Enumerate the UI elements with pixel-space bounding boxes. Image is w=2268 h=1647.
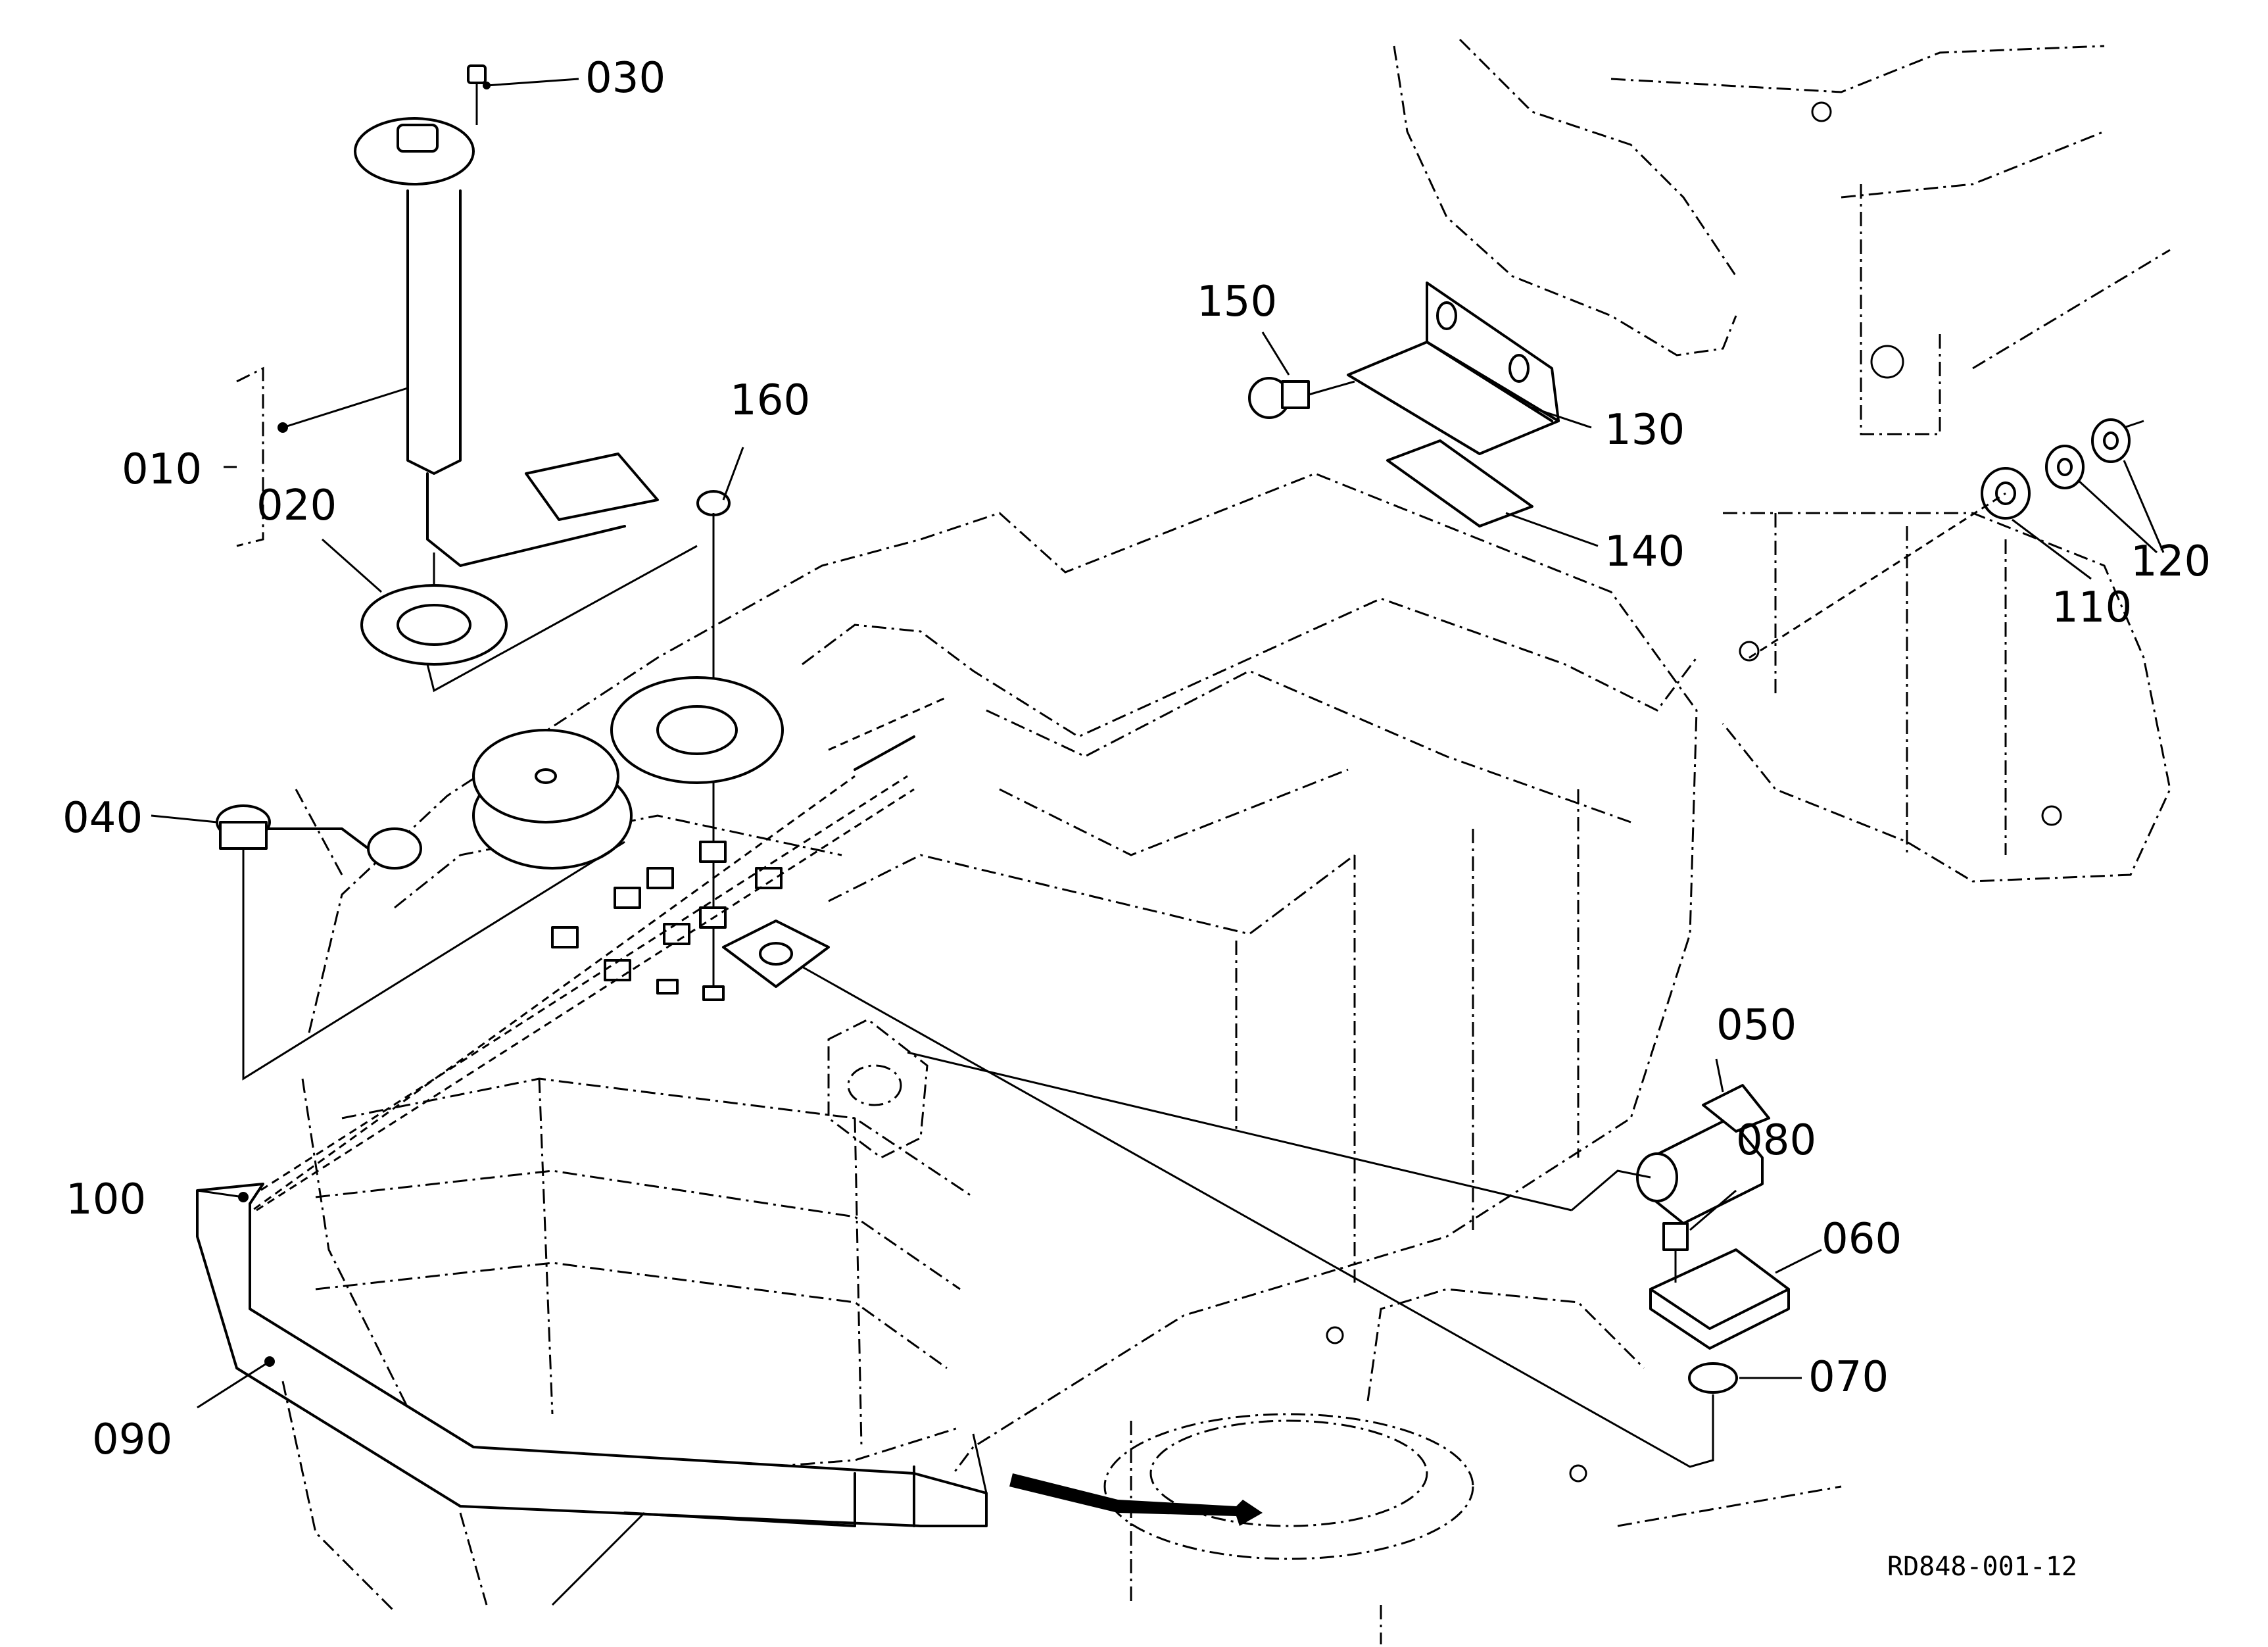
drawing-id: RD848-001-12 bbox=[1887, 1552, 2077, 1582]
fuel-tank bbox=[295, 472, 1698, 1488]
rubber-pad bbox=[1386, 439, 1533, 528]
drain-plate bbox=[1649, 1222, 1790, 1350]
callout-030: 030 bbox=[585, 54, 665, 103]
fuel-sender-unit bbox=[236, 117, 659, 567]
callout-070: 070 bbox=[1808, 1353, 1889, 1402]
frame-bracket bbox=[1393, 38, 2171, 883]
floor-plate bbox=[1103, 1288, 1842, 1644]
callout-060: 060 bbox=[1822, 1215, 1902, 1264]
callout-150: 150 bbox=[1197, 278, 1277, 326]
callout-080: 080 bbox=[1736, 1116, 1816, 1165]
callout-090: 090 bbox=[92, 1415, 172, 1464]
callout-050: 050 bbox=[1716, 1001, 1797, 1050]
outlet-flange bbox=[827, 1018, 929, 1159]
callout-020: 020 bbox=[256, 481, 337, 530]
leader-lines bbox=[151, 78, 2165, 1409]
o-ring bbox=[802, 966, 1738, 1468]
bracket-bolt bbox=[1248, 377, 1355, 419]
mount-bracket bbox=[1347, 282, 1560, 455]
guard-strap bbox=[196, 1183, 988, 1613]
gasket-ring bbox=[360, 545, 698, 693]
callout-040: 040 bbox=[62, 794, 143, 843]
arrow-icon bbox=[1009, 1473, 1263, 1526]
fuel-hoses bbox=[243, 735, 915, 1218]
level-sender bbox=[216, 804, 625, 1081]
callout-120: 120 bbox=[2131, 537, 2211, 586]
callout-010: 010 bbox=[122, 445, 202, 494]
screw-part bbox=[467, 64, 487, 125]
callout-130: 130 bbox=[1604, 406, 1685, 455]
callout-160: 160 bbox=[730, 376, 810, 425]
filler-neck bbox=[472, 676, 784, 870]
drain-cock bbox=[907, 1051, 1770, 1225]
callout-110: 110 bbox=[2052, 583, 2132, 632]
callout-140: 140 bbox=[1604, 528, 1685, 576]
washer-nuts bbox=[1749, 418, 2144, 659]
callout-100: 100 bbox=[66, 1175, 146, 1224]
